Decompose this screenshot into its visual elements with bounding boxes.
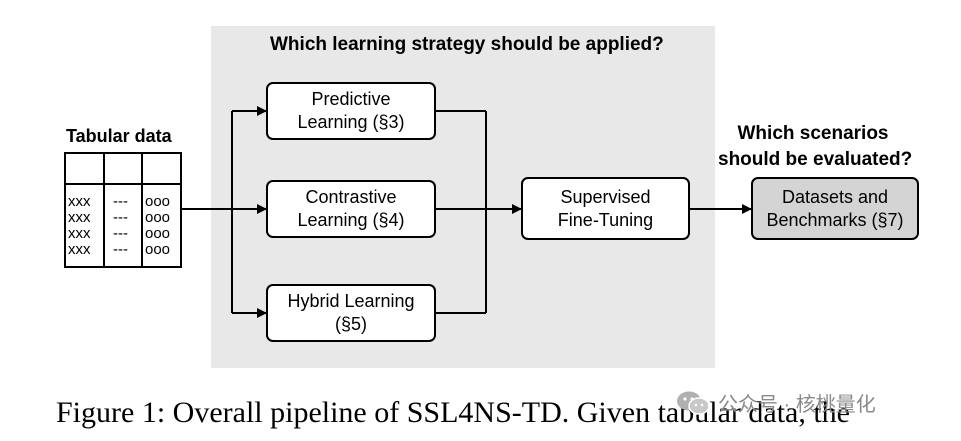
box-label-line: (§5) — [334, 314, 367, 334]
tabular-data-title: Tabular data — [66, 126, 172, 146]
table-column-2: --- --- --- --- — [113, 194, 128, 258]
table-cell: xxx — [68, 225, 91, 242]
wechat-icon — [676, 390, 710, 416]
table-cell: xxx — [68, 241, 91, 258]
table-grid — [66, 154, 180, 266]
table-cell: ooo — [145, 225, 171, 242]
table-column-3: ooo ooo ooo ooo — [145, 194, 170, 258]
hybrid-learning-box: Hybrid Learning (§5) — [266, 284, 436, 342]
box-label-line: Learning (§3) — [297, 112, 405, 132]
scenario-heading-line: Which scenarios — [737, 123, 889, 144]
table-cell: --- — [113, 241, 128, 258]
table-cell: --- — [113, 209, 128, 226]
table-cell: --- — [113, 225, 128, 242]
box-label-line: Hybrid Learning — [287, 291, 415, 311]
table-cell: xxx — [68, 193, 91, 210]
box-label-line: Benchmarks (§7) — [766, 209, 904, 230]
datasets-benchmarks-box: Datasets and Benchmarks (§7) — [751, 177, 919, 240]
table-cell: --- — [113, 193, 128, 210]
watermark: 公众号 · 核桃量化 — [676, 388, 876, 417]
figure-caption: Figure 1: Overall pipeline of SSL4NS-TD.… — [56, 396, 850, 429]
table-cell: ooo — [145, 193, 171, 210]
table-cell: xxx — [68, 209, 91, 226]
tabular-data-table: xxx xxx xxx xxx --- --- --- --- ooo ooo … — [64, 152, 182, 268]
watermark-text: 公众号 · 核桃量化 — [718, 394, 876, 416]
scenario-heading-line: should be evaluated? — [718, 149, 913, 170]
strategy-heading: Which learning strategy should be applie… — [270, 34, 664, 55]
table-cell: ooo — [145, 209, 171, 226]
scenario-heading: Which scenarios should be evaluated? — [718, 121, 913, 173]
predictive-learning-box: Predictive Learning (§3) — [266, 82, 436, 140]
box-label-line: Predictive — [311, 89, 391, 109]
supervised-finetuning-box: Supervised Fine-Tuning — [521, 177, 690, 240]
box-label-line: Supervised — [560, 186, 651, 207]
table-column-1: xxx xxx xxx xxx — [68, 194, 91, 258]
table-cell: ooo — [145, 241, 171, 258]
box-label-line: Contrastive — [305, 187, 397, 207]
box-label-line: Fine-Tuning — [557, 209, 654, 230]
box-label-line: Learning (§4) — [297, 210, 405, 230]
contrastive-learning-box: Contrastive Learning (§4) — [266, 180, 436, 238]
box-label-line: Datasets and — [781, 186, 889, 207]
